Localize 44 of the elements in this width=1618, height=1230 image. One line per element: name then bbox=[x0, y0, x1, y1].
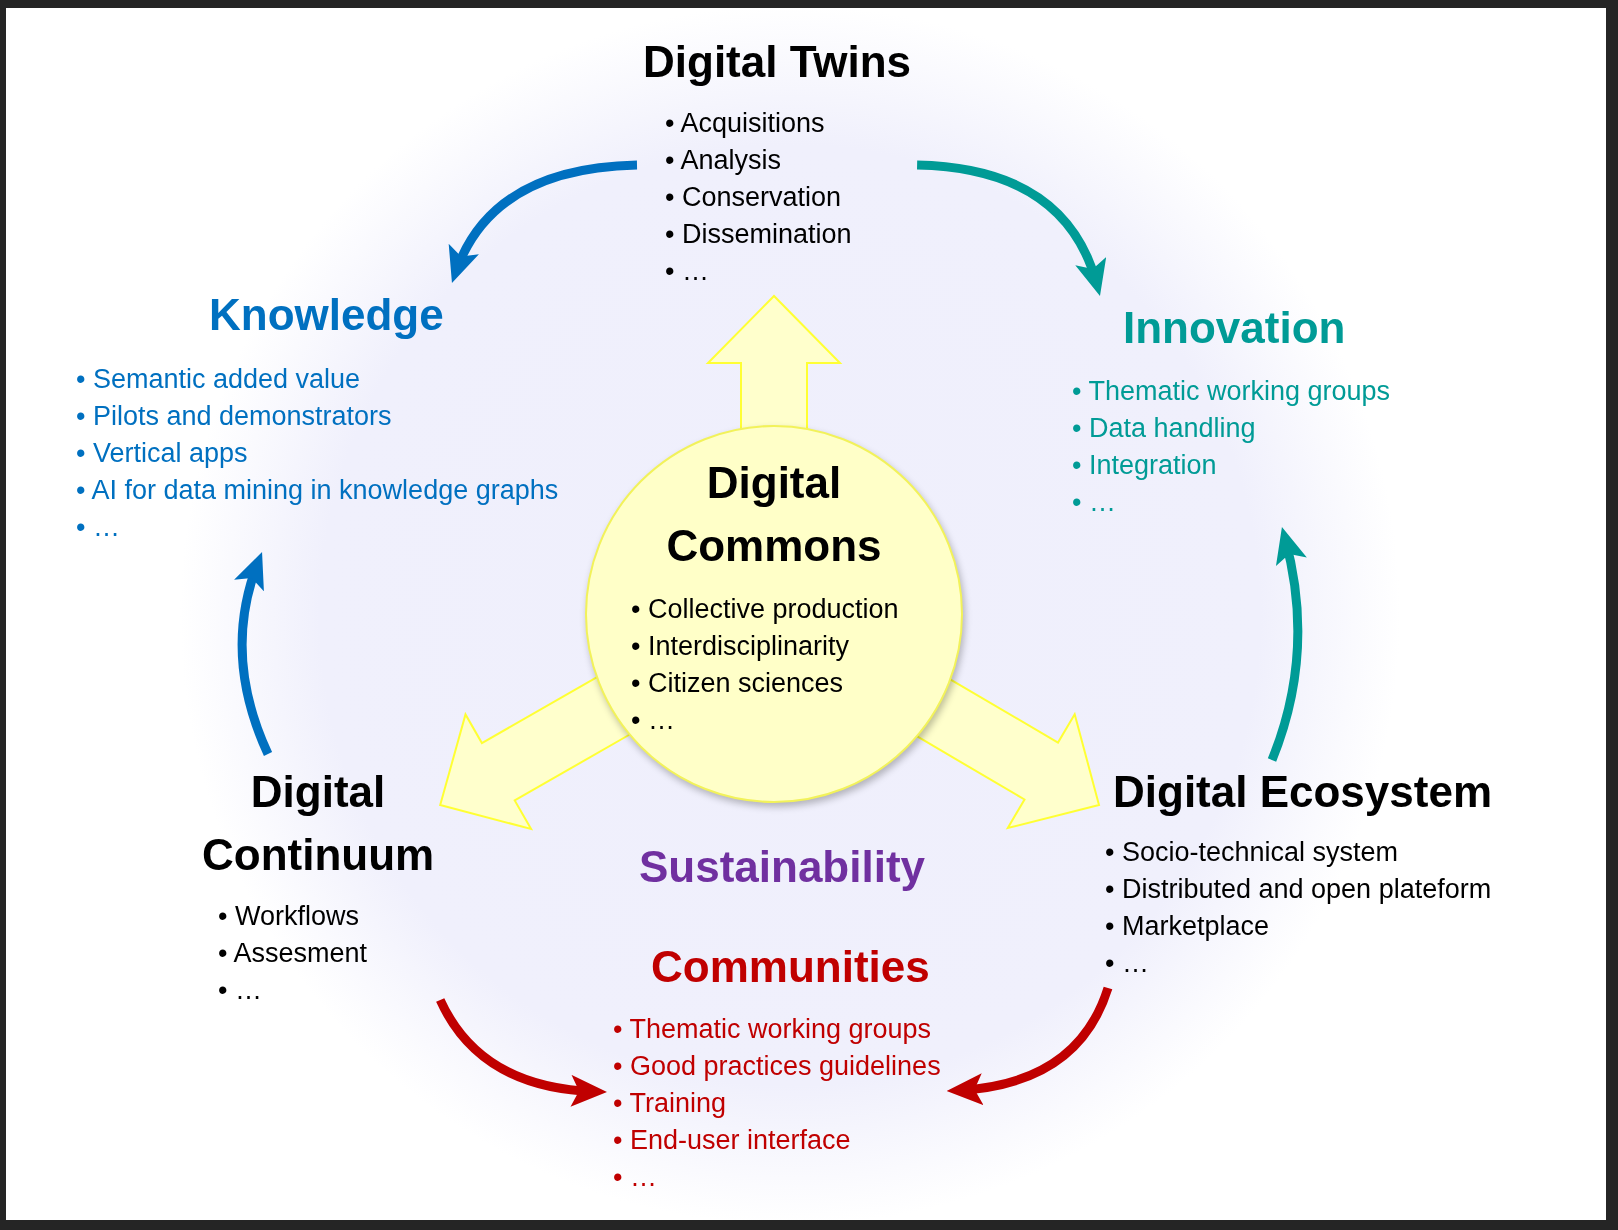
bullet-item: • Collective production bbox=[631, 593, 899, 626]
bullet-item: • Marketplace bbox=[1105, 910, 1270, 943]
bullet-item: • Workflows bbox=[218, 900, 359, 933]
bullet-item: • Distributed and open plateform bbox=[1105, 873, 1492, 906]
bullet-item: • Acquisitions bbox=[665, 107, 825, 140]
curved-arrow bbox=[234, 551, 273, 756]
bullet-item: • Interdisciplinarity bbox=[631, 630, 850, 663]
theme-label: Sustainability bbox=[638, 841, 926, 893]
bullet-item: • Training bbox=[613, 1087, 726, 1120]
bullet-item: • Thematic working groups bbox=[1072, 375, 1391, 408]
bullet-item: • Good practices guidelines bbox=[613, 1050, 941, 1083]
bullet-item: • … bbox=[1072, 486, 1116, 519]
bullet-item: • … bbox=[665, 255, 709, 288]
bullet-item: • AI for data mining in knowledge graphs bbox=[76, 474, 559, 507]
bullet-item: • … bbox=[1105, 947, 1149, 980]
bullet-item: • Assesment bbox=[218, 937, 367, 970]
bullet-item: • Semantic added value bbox=[76, 363, 361, 396]
bullet-item: • Vertical apps bbox=[76, 437, 248, 470]
bullet-item: • … bbox=[76, 511, 120, 544]
bullet-item: • Thematic working groups bbox=[613, 1013, 932, 1046]
bullet-item: • End-user interface bbox=[613, 1124, 851, 1157]
bullet-item: • … bbox=[613, 1161, 657, 1194]
bullet-item: • … bbox=[218, 974, 262, 1007]
curved-arrow bbox=[916, 160, 1105, 296]
curved-arrow bbox=[436, 997, 607, 1107]
topic-heading: Digital Ecosystem bbox=[1113, 766, 1493, 818]
curved-arrow bbox=[450, 160, 638, 283]
topic-heading: Digital Commons bbox=[666, 457, 882, 572]
bullet-item: • … bbox=[631, 704, 675, 737]
topic-heading: Digital Continuum bbox=[202, 766, 435, 881]
topic-heading: Knowledge bbox=[209, 289, 444, 341]
curved-arrow bbox=[1267, 526, 1307, 762]
bullet-item: • Citizen sciences bbox=[631, 667, 844, 700]
bullet-item: • Integration bbox=[1072, 449, 1217, 482]
bullet-item: • Conservation bbox=[665, 181, 842, 214]
bullet-item: • Dissemination bbox=[665, 218, 852, 251]
topic-heading: Innovation bbox=[1123, 302, 1346, 354]
bullet-item: • Socio-technical system bbox=[1105, 836, 1399, 869]
curved-arrow bbox=[946, 986, 1113, 1105]
topic-heading: Digital Twins bbox=[643, 36, 912, 88]
bullet-item: • Analysis bbox=[665, 144, 781, 177]
bullet-item: • Data handling bbox=[1072, 412, 1256, 445]
topic-heading: Communities bbox=[651, 941, 930, 993]
bullet-item: • Pilots and demonstrators bbox=[76, 400, 392, 433]
